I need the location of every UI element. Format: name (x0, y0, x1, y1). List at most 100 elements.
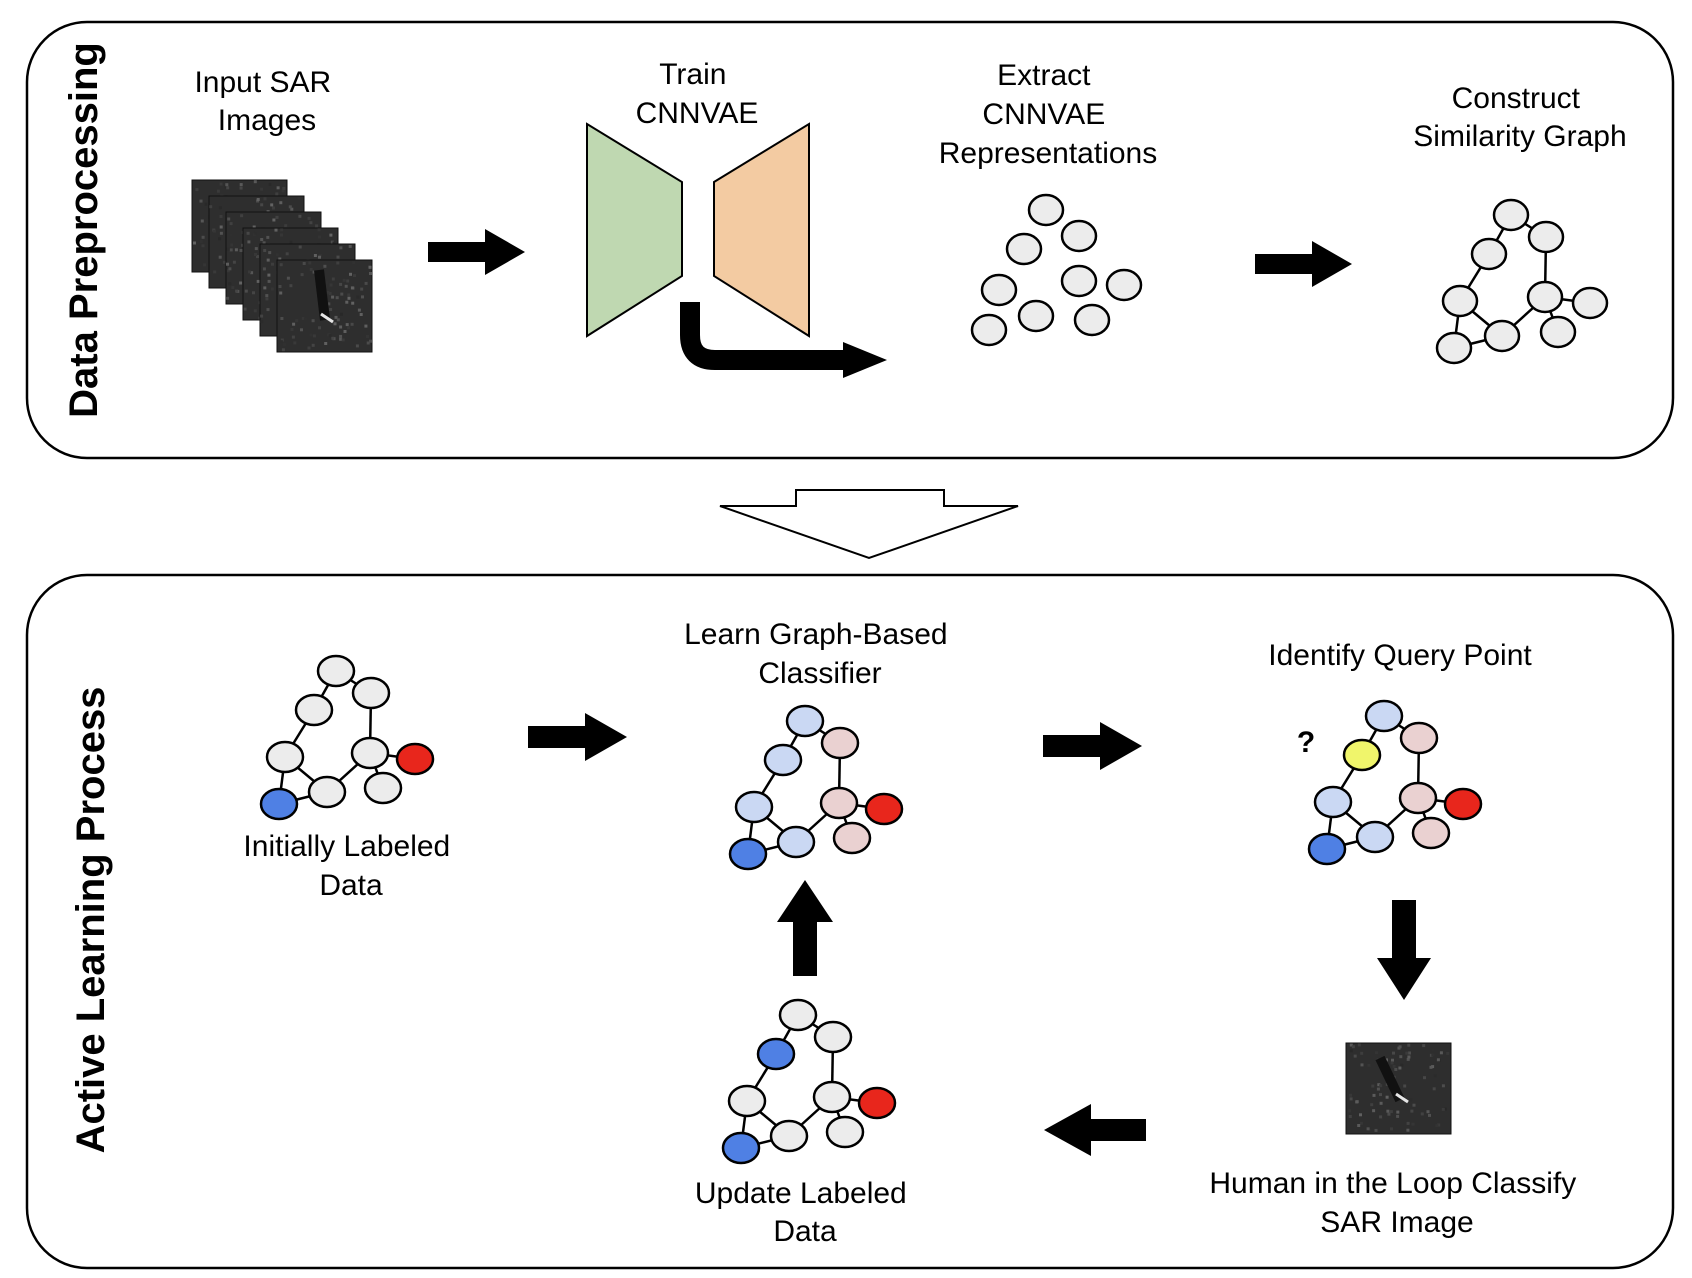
graph-node-pred (832, 821, 872, 855)
sar-speckle (275, 215, 279, 219)
graph-node-gray (294, 693, 334, 727)
sar-speckle (1386, 1109, 1390, 1113)
sar-speckle (1420, 1112, 1424, 1116)
sar-speckle (246, 231, 250, 235)
sar-speckle (304, 317, 308, 321)
latent-output-arrowhead (843, 342, 887, 378)
sar-speckle (218, 206, 222, 210)
sar-speckle (265, 297, 269, 301)
human-sar-image (1345, 1042, 1452, 1135)
sar-speckle (285, 252, 289, 256)
train-cnnvae-label: Train CNNVAE (636, 58, 759, 130)
sar-speckle (247, 240, 251, 244)
arrow-learn-to-query (1043, 722, 1142, 770)
representation-node (970, 313, 1008, 347)
sar-speckle (300, 328, 303, 332)
sar-target-highlight (320, 312, 334, 324)
sar-speckle (1360, 1063, 1364, 1067)
sar-speckle (1399, 1055, 1403, 1059)
sar-speckle (226, 296, 230, 300)
sar-speckle (1353, 1054, 1357, 1058)
sar-speckle (222, 260, 226, 264)
sar-speckle (1366, 1127, 1370, 1131)
arrow-human-to-update (1044, 1104, 1146, 1156)
sar-speckle (1428, 1113, 1431, 1117)
sar-speckle (268, 251, 272, 255)
updated-labeled-graph (721, 998, 897, 1165)
sar-speckle (1390, 1061, 1394, 1065)
sar-speckle (229, 233, 233, 237)
sar-speckle (300, 273, 304, 277)
sar-speckle (276, 186, 280, 190)
similarity-graph (1435, 198, 1609, 365)
representation-node (980, 273, 1018, 307)
sar-speckle (357, 308, 361, 312)
sar-speckle (1429, 1065, 1433, 1069)
sar-speckle (1379, 1101, 1383, 1105)
sar-speckle (334, 315, 338, 319)
sar-speckle (219, 214, 223, 218)
sar-speckle (289, 240, 293, 244)
panel-transition-arrow (719, 489, 1019, 560)
sar-speckle (260, 314, 264, 318)
latent-output-arrow (680, 302, 845, 370)
sar-speckle (347, 326, 351, 330)
sar-speckle (293, 341, 297, 345)
sar-speckle (1372, 1109, 1376, 1113)
sar-speckle (247, 270, 251, 274)
sar-speckle (1400, 1063, 1404, 1067)
sar-speckle (325, 281, 329, 284)
sar-speckle (366, 335, 369, 338)
sar-speckle (225, 183, 229, 187)
sar-speckle (318, 255, 321, 259)
graph-node-gray (1470, 237, 1508, 271)
sar-speckle (228, 267, 232, 271)
sar-speckle (266, 308, 270, 312)
sar-speckle (239, 183, 243, 187)
sar-speckle (1349, 1043, 1353, 1047)
sar-speckle (260, 187, 264, 191)
sar-speckle (307, 346, 311, 350)
sar-speckle (288, 205, 292, 209)
sar-speckle (228, 282, 232, 286)
sar-speckle (331, 336, 335, 340)
sar-speckle (369, 339, 372, 343)
sar-speckle (227, 199, 231, 203)
sar-speckle (308, 261, 312, 265)
graph-node-pblue (1355, 820, 1395, 854)
sar-speckle (260, 320, 264, 324)
sar-speckle (366, 341, 370, 345)
sar-speckle (280, 317, 284, 320)
sar-speckle (1431, 1048, 1435, 1052)
graph-node-pblue (1364, 699, 1404, 733)
sar-speckle (347, 296, 351, 300)
sar-speckle (1392, 1064, 1396, 1068)
representation-node (1073, 303, 1111, 337)
graph-node-gray (825, 1115, 865, 1149)
sar-speckle (1351, 1045, 1355, 1049)
graph-node-pred (1398, 781, 1438, 815)
sar-speckle (218, 255, 222, 259)
sar-speckle (1443, 1107, 1447, 1111)
sar-shadow (1375, 1055, 1405, 1103)
sar-speckle (250, 271, 254, 275)
sar-speckle (279, 291, 283, 295)
sar-speckle (1392, 1051, 1395, 1055)
arrow-initial-to-learn (528, 713, 627, 761)
graph-node-gray (1526, 280, 1564, 314)
sar-speckle (1432, 1087, 1436, 1091)
graph-node-gray (351, 676, 391, 710)
graph-node-red (857, 1086, 897, 1120)
sar-speckle (1371, 1084, 1375, 1088)
sar-speckle (291, 335, 295, 339)
sar-speckle (1398, 1045, 1402, 1049)
graph-node-gray (1492, 198, 1530, 232)
sar-speckle (256, 255, 259, 259)
sar-speckle (218, 237, 222, 241)
sar-speckle (1372, 1093, 1376, 1097)
representation-node (1005, 232, 1043, 266)
sar-speckle (268, 182, 272, 186)
sar-speckle (263, 249, 267, 252)
sar-speckle (309, 221, 313, 225)
